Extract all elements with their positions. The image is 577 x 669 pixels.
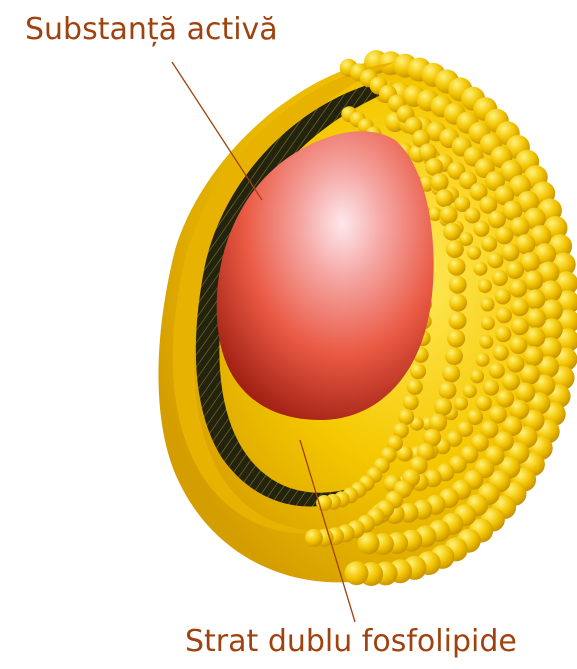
head-group-bead <box>463 384 477 398</box>
head-group-bead <box>470 369 484 383</box>
head-group-bead <box>410 363 426 379</box>
head-group-bead <box>481 298 495 312</box>
head-group-bead <box>501 243 519 261</box>
head-group-bead <box>487 252 503 268</box>
head-group-bead <box>511 317 529 335</box>
head-group-bead <box>496 307 512 323</box>
head-group-bead <box>449 294 467 312</box>
head-group-bead <box>443 223 461 241</box>
head-group-bead <box>493 345 509 361</box>
head-group-bead <box>495 226 513 244</box>
head-group-bead <box>476 353 490 367</box>
head-group-bead <box>305 529 323 547</box>
head-group-bead <box>398 409 414 425</box>
head-group-bead <box>481 236 497 252</box>
head-group-bead <box>464 207 480 223</box>
head-group-bead <box>403 394 419 410</box>
head-group-bead <box>476 395 492 411</box>
head-group-bead <box>496 390 514 408</box>
head-group-bead <box>507 355 525 373</box>
head-group-bead <box>454 397 468 411</box>
head-group-bead <box>448 258 466 276</box>
head-group-bead <box>488 210 506 228</box>
head-group-bead <box>442 365 460 383</box>
head-group-bead <box>492 270 508 286</box>
head-group-bead <box>502 373 520 391</box>
head-group-bead <box>509 280 527 298</box>
head-group-bead <box>506 261 524 279</box>
head-group-bead <box>483 380 499 396</box>
phospholipid-bilayer-label: Strat dublu fosfolipide <box>185 624 517 660</box>
head-group-bead <box>495 326 511 342</box>
head-group-bead <box>446 240 464 258</box>
head-group-bead <box>473 262 487 276</box>
head-group-bead <box>425 158 443 176</box>
head-group-bead <box>481 316 495 330</box>
head-group-bead <box>467 246 481 260</box>
head-group-bead <box>345 561 369 585</box>
head-group-bead <box>478 279 492 293</box>
head-group-bead <box>434 398 452 416</box>
head-group-bead <box>511 298 529 316</box>
head-group-bead <box>431 173 449 191</box>
head-group-bead <box>479 335 493 349</box>
head-group-bead <box>509 336 527 354</box>
head-group-bead <box>449 276 467 294</box>
head-group-bead <box>526 308 546 328</box>
head-group-bead <box>407 379 423 395</box>
head-group-bead <box>449 312 467 330</box>
head-group-bead <box>495 289 511 305</box>
head-group-bead <box>447 330 465 348</box>
active-substance-label: Substanță activă <box>25 12 278 48</box>
head-group-bead <box>445 347 463 365</box>
head-group-bead <box>436 189 454 207</box>
head-group-bead <box>440 206 458 224</box>
head-group-bead <box>525 327 545 347</box>
head-group-bead <box>474 221 490 237</box>
head-group-bead <box>489 363 505 379</box>
head-group-bead <box>439 381 457 399</box>
